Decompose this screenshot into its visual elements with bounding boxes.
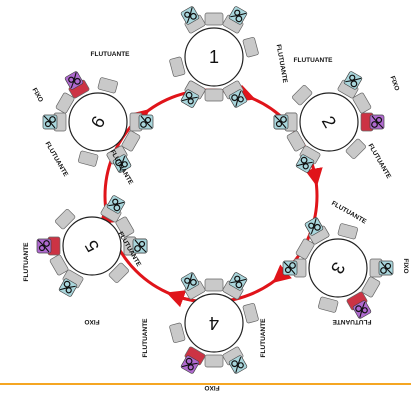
chair-icon <box>338 223 358 239</box>
fixed-label: FIXO <box>30 87 44 104</box>
person-silhouette-icon <box>379 261 393 275</box>
chair-icon <box>78 151 98 167</box>
floating-label: FLUTUANTE <box>330 200 368 226</box>
floating-label: FLUTUANTE <box>332 318 372 325</box>
chair-icon <box>169 323 185 343</box>
chair-icon <box>205 13 223 25</box>
floating-label: FLUTUANTE <box>294 57 334 64</box>
person-silhouette-icon <box>139 115 153 129</box>
person-silhouette-icon <box>37 239 51 253</box>
floating-label: FLUTUANTE <box>44 141 70 179</box>
table-number: 1 <box>209 47 219 67</box>
floating-label: FLUTUANTE <box>275 44 289 84</box>
floating-label: FLUTUANTE <box>367 143 393 181</box>
chair-icon <box>243 303 259 323</box>
chair-icon <box>243 37 259 57</box>
chair-icon <box>98 77 118 93</box>
fixed-label: FIXO <box>402 258 409 273</box>
person-silhouette-icon <box>283 261 297 275</box>
person-silhouette-icon <box>370 115 384 129</box>
floating-label: FLUTUANTE <box>260 318 267 358</box>
floating-label: FLUTUANTE <box>91 51 131 58</box>
table-3: 3 <box>283 217 393 319</box>
person-silhouette-icon <box>43 115 57 129</box>
floating-label: FLUTUANTE <box>142 318 149 358</box>
person-silhouette-icon <box>274 115 288 129</box>
chair-icon <box>205 355 223 367</box>
table-4: 4 <box>169 272 259 374</box>
divider-line <box>0 383 411 385</box>
fixed-label: FIXO <box>204 384 219 391</box>
table-2: 2 <box>274 71 384 173</box>
floating-label: FLUTUANTE <box>23 242 30 282</box>
chair-icon <box>318 297 338 313</box>
chair-icon <box>205 89 223 101</box>
fixed-label: FIXO <box>84 318 99 325</box>
chair-icon <box>205 279 223 291</box>
fixed-label: FIXO <box>389 75 401 92</box>
chair-icon <box>169 57 185 77</box>
table-number: 4 <box>209 313 219 333</box>
